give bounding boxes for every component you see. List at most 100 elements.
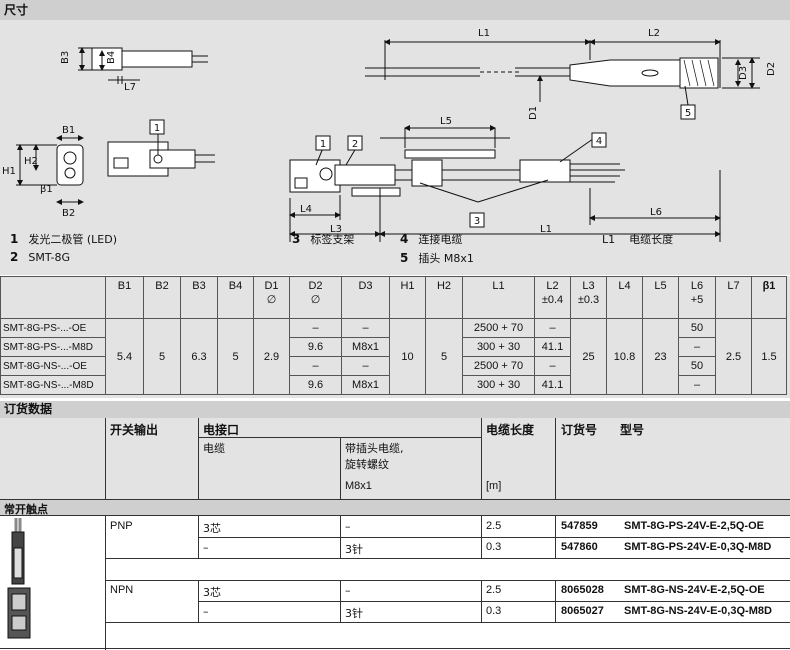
col-switch-output: 开关输出 [110, 423, 159, 437]
label-B3: B3 [60, 51, 71, 64]
col-length-unit: [m] [486, 480, 502, 492]
label-beta1: β1 [40, 184, 53, 195]
callout-4: 4 [596, 136, 602, 147]
val-D2-2: 9.6 [289, 337, 342, 357]
val-B1: 5.4 [105, 318, 144, 395]
legend-2-num: 2 [10, 250, 19, 264]
val-D3-4: M8x1 [341, 375, 390, 395]
val-L1-3: 2500 + 70 [462, 356, 535, 376]
dim-header-L7: L7 [715, 276, 752, 319]
callout-boxes [149, 104, 696, 228]
dim-header-D3: D3 [341, 276, 390, 319]
callout-1b: 1 [320, 139, 326, 150]
callout-5: 5 [685, 108, 691, 119]
legend-4-num: 4 [400, 232, 409, 246]
pnp-r2-type[interactable]: SMT-8G-PS-24V-E-0,3Q-M8D [624, 541, 772, 553]
dim-header-H2: H2 [425, 276, 463, 319]
dim-header-blank [0, 276, 106, 319]
vline [555, 418, 556, 499]
dim-header-L5: L5 [642, 276, 679, 319]
val-B2: 5 [143, 318, 181, 395]
val-D2-3: – [289, 356, 342, 376]
val-L2-3: – [534, 356, 571, 376]
technical-drawing: 1 1 2 3 4 5 B3 B4 L7 B1 B2 H1 H2 β1 L1 L… [0, 20, 790, 275]
label-D2: D2 [766, 62, 777, 76]
pnp-r1-part[interactable]: 547859 [561, 520, 598, 532]
label-H2: H2 [24, 156, 38, 167]
npn-r1-length: 2.5 [486, 584, 502, 596]
val-D3-1: – [341, 318, 390, 338]
legend-2: 2 SMT-8G [10, 250, 70, 264]
pnp-r1-plug: – [345, 520, 351, 533]
dim-header-L3: L3±0.3 [570, 276, 607, 319]
label-L2: L2 [648, 28, 660, 39]
val-L6-4: – [678, 375, 716, 395]
hline [198, 437, 481, 438]
val-L2-1: – [534, 318, 571, 338]
val-L6-3: 50 [678, 356, 716, 376]
label-L7: L7 [124, 82, 136, 93]
dim-header-row: B1 B2 B3 B4 D1∅ D2∅ D3 H1 H2 L1 L2±0.4 L… [0, 276, 787, 319]
dim-header-L2: L2±0.4 [534, 276, 571, 319]
col-plug-2: 旋转螺纹 [345, 458, 389, 471]
output-pnp: PNP [110, 520, 133, 532]
pnp-r2-part[interactable]: 547860 [561, 541, 598, 553]
val-L7: 2.5 [715, 318, 752, 395]
legend-1-text: 发光二极管 (LED) [28, 233, 117, 246]
dim-header-B4: B4 [217, 276, 254, 319]
dimension-table-area: B1 B2 B3 B4 D1∅ D2∅ D3 H1 H2 L1 L2±0.4 L… [0, 276, 790, 398]
val-D3-2: M8x1 [341, 337, 390, 357]
label-L6: L6 [650, 207, 662, 218]
dim-row-1: SMT-8G-PS-...-OE 5.4 5 6.3 5 2.9 – – 10 … [0, 318, 787, 395]
output-npn: NPN [110, 584, 134, 596]
npn-r2-length: 0.3 [486, 605, 502, 617]
val-H1: 10 [389, 318, 426, 395]
npn-r2-plug: 3针 [345, 607, 363, 620]
npn-r2-type[interactable]: SMT-8G-NS-24V-E-0,3Q-M8D [624, 605, 772, 617]
label-L3: L3 [330, 224, 342, 235]
label-D3: D3 [738, 66, 749, 80]
npn-r1-part[interactable]: 8065028 [561, 584, 604, 596]
val-L2-2: 41.1 [534, 337, 571, 357]
pnp-r1-type[interactable]: SMT-8G-PS-24V-E-2,5Q-OE [624, 520, 764, 532]
val-beta1: 1.5 [751, 318, 787, 395]
variant-3: SMT-8G-NS-...-OE [0, 356, 106, 376]
val-L6-1: 50 [678, 318, 716, 338]
val-L5: 23 [642, 318, 679, 395]
legend-2-text: SMT-8G [28, 251, 71, 264]
legend-3: 3 标签支架 [292, 231, 354, 247]
legend-1-num: 1 [10, 232, 19, 246]
col-plug: 带插头电缆, [345, 442, 404, 455]
dim-header-D2: D2∅ [289, 276, 342, 319]
legend-L1-text: 电缆长度 [629, 233, 674, 246]
order-header: 订货数据 [0, 401, 790, 418]
val-D3-3: – [341, 356, 390, 376]
legend-L1-num: L1 [602, 233, 616, 246]
dim-row-4: SMT-8G-NS-...-M8D 9.6 M8x1 300 + 30 41.1… [0, 375, 787, 395]
label-B4: B4 [106, 51, 117, 64]
sensor-product-image [7, 518, 31, 639]
variant-2: SMT-8G-PS-...-M8D [0, 337, 106, 357]
val-B4: 5 [217, 318, 254, 395]
group-normally-open: 常开触点 [4, 503, 48, 516]
col-cable: 电缆 [203, 442, 225, 455]
label-L1-top: L1 [478, 28, 490, 39]
dim-header-B2: B2 [143, 276, 181, 319]
val-L4: 10.8 [606, 318, 643, 395]
val-D1: 2.9 [253, 318, 290, 395]
npn-r1-type[interactable]: SMT-8G-NS-24V-E-2,5Q-OE [624, 584, 765, 596]
val-D2-1: – [289, 318, 342, 338]
dim-header-L4: L4 [606, 276, 643, 319]
pnp-r1-cable: 3芯 [203, 522, 221, 535]
legend-3-text: 标签支架 [310, 233, 355, 246]
npn-r2-part[interactable]: 8065027 [561, 605, 604, 617]
label-D1: D1 [528, 106, 539, 120]
order-header-band [0, 418, 790, 499]
val-B3: 6.3 [180, 318, 218, 395]
dim-header-L6: L6+5 [678, 276, 716, 319]
variant-1: SMT-8G-PS-...-OE [0, 318, 106, 338]
dim-header-B1: B1 [105, 276, 144, 319]
legend-3-num: 3 [292, 232, 301, 246]
